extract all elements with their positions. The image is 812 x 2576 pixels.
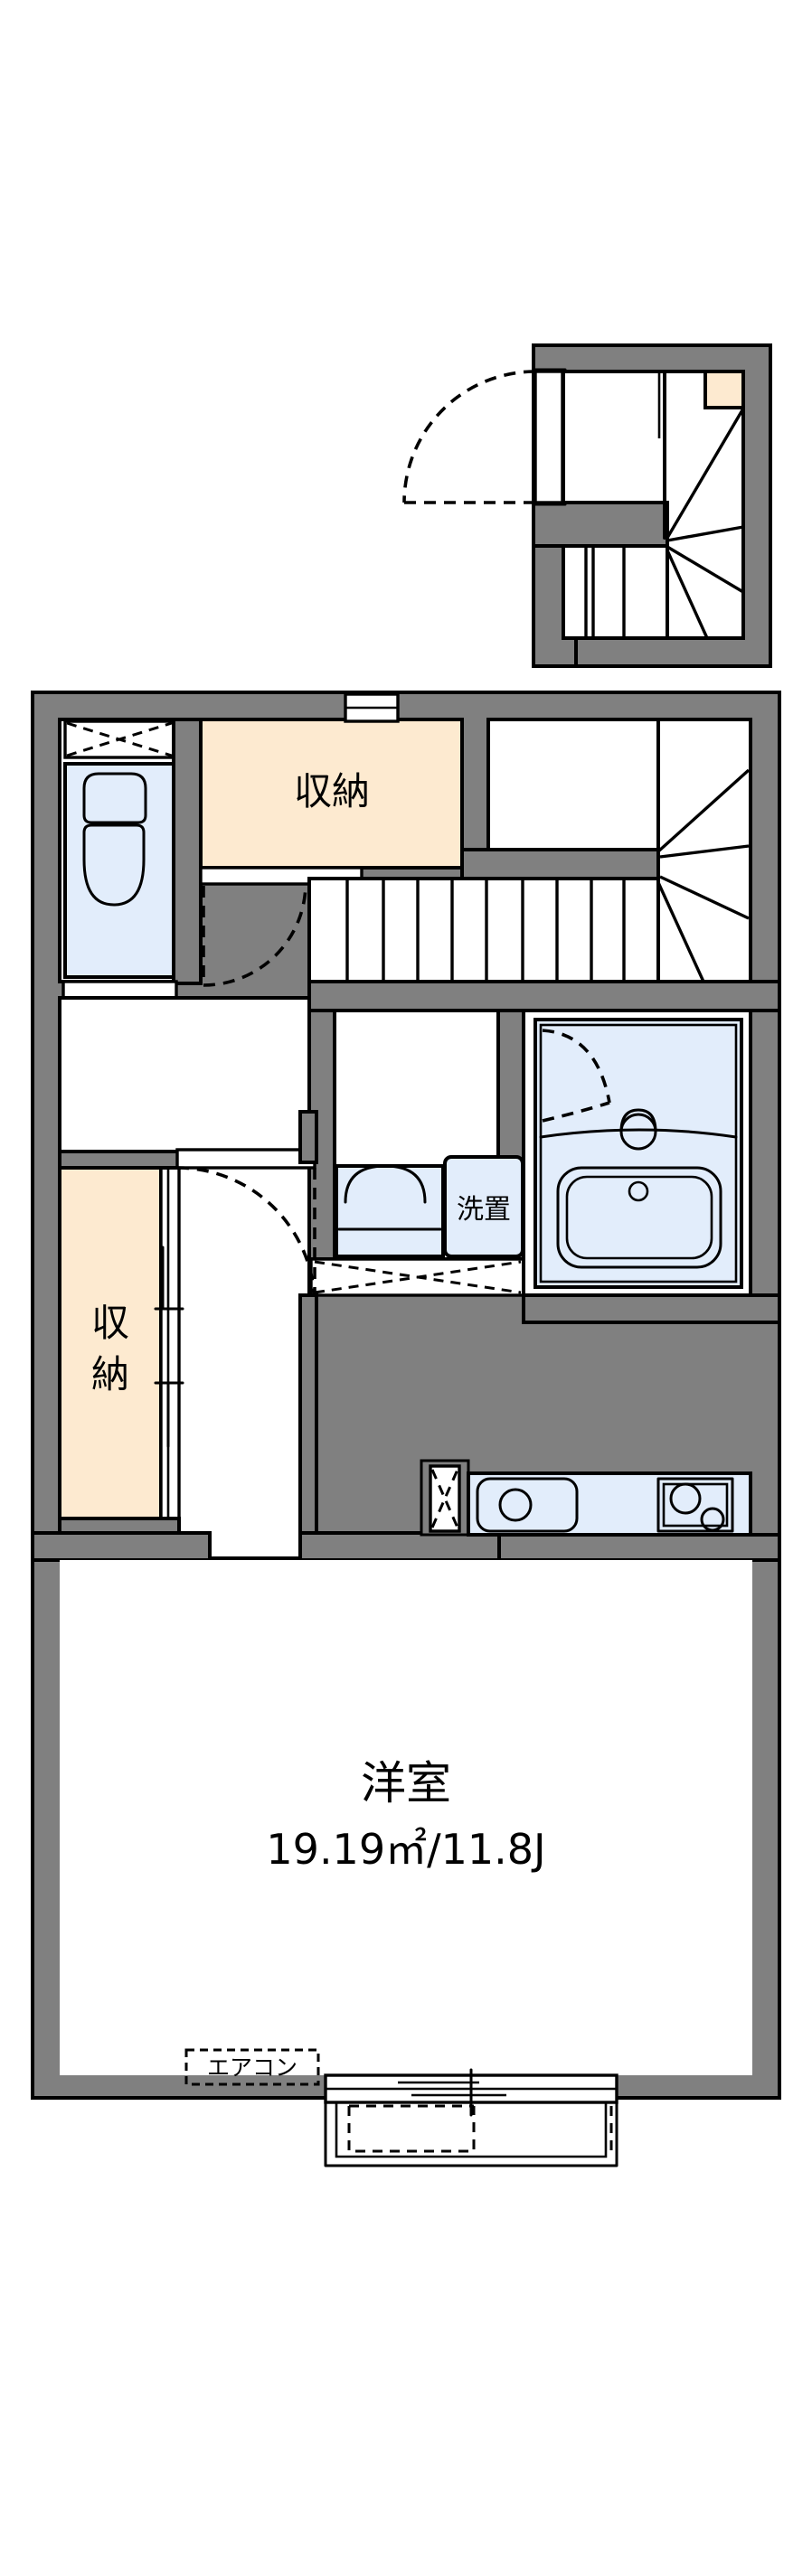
upper-storage-door-arc [203,883,307,987]
vanity-sink-icon [335,1164,445,1258]
left-storage-sliding-door[interactable] [159,1164,181,1520]
kitchen-stove [656,1477,734,1533]
stairwell-winder-treads [655,768,751,982]
inset-winder-tread-3 [666,545,744,594]
main-floor-plan: 収納 [31,691,781,2167]
stair-landing-wall [460,848,660,880]
kitchen-burner-small-icon [700,1507,725,1532]
upper-storage-room [199,718,464,870]
hall-right-wall [298,1293,318,1538]
left-storage-label-2: 納 [91,1352,129,1396]
kitchen-sink [476,1477,579,1533]
inset-winder-stairs [666,408,745,639]
main-room-area-label: 19.19㎡/11.8J [266,1825,545,1874]
bath-door-swing-2 [542,1101,610,1123]
entrance-door-swing-arc [402,370,536,503]
air-conditioner-box [184,2048,320,2086]
main-room-floor [60,1560,752,2075]
kitchen-sink-drain-icon [498,1488,533,1522]
stairwell-straight-run [307,877,660,983]
toilet-seat [82,823,146,907]
inset-stair-run [562,544,669,640]
entrance-stairs-inset [402,343,772,668]
washroom-door-cross [314,1260,522,1294]
winder-tread-4 [655,878,705,982]
balcony-outline [324,2101,618,2167]
stair-bottom-wall [307,980,781,1012]
hall-door-swing-arc [176,1166,316,1306]
kitchen-tall-unit-cross [430,1469,459,1528]
bathtub-outer [556,1166,722,1269]
bathtub-drain-icon [628,1180,649,1202]
inset-straight-stairs [562,544,669,640]
inset-winder-tread-4 [666,550,709,639]
balcony [324,2101,618,2167]
air-conditioner-label: エアコン [207,2054,297,2081]
toilet-right-wall [172,718,203,985]
bath-door-swing [542,1029,611,1104]
kitchen-burner-large-icon [669,1482,702,1515]
hall-door-head[interactable] [175,1148,316,1170]
bath-counter [539,1128,738,1139]
mid-lower-wall [298,1531,503,1562]
vanity-basin [344,1164,427,1204]
toilet-tank [82,772,147,824]
kitchen-front-wall [497,1533,781,1562]
toilet-window-cross [66,721,173,757]
inset-winder-tread-2 [666,525,744,542]
kitchen-stove-inner [662,1482,729,1528]
inset-landing-wall [532,501,669,548]
stair-run [307,877,660,983]
balcony-hatch [347,2106,476,2153]
bathroom-bottom-wall [522,1293,781,1324]
inset-winder-tread-1 [666,408,745,539]
hall-jamb-wall [298,1110,318,1164]
shoe-box [703,370,745,409]
upper-storage-label: 収納 [294,769,370,813]
left-storage-door-panels [161,1246,170,1448]
toilet-floor [63,762,175,979]
toilet-bowl-icon [82,772,147,907]
winder-tread-3 [659,875,750,920]
entrance-door-jambs [533,368,567,506]
entrance-door-leaf[interactable] [533,370,564,504]
balcony-door-panels [398,2081,506,2097]
bathroom-inner-line [539,1023,738,1283]
bathtub-inner [565,1175,713,1260]
stair-landing [486,718,660,851]
main-room-label: 洋室 [361,1757,451,1810]
left-storage-label-1: 収 [91,1301,129,1345]
left-lower-wall [31,1531,212,1562]
winder-tread-1 [656,768,751,853]
bathroom-floor [533,1018,743,1289]
left-storage-head-wall [58,1150,181,1170]
left-storage-sill-wall [58,1517,181,1535]
winder-tread-2 [659,844,750,859]
toilet-door-leaf[interactable] [61,980,178,1000]
balcony-sliding-door-group[interactable] [324,2068,618,2117]
bath-faucet-arc [619,1108,657,1133]
balcony-inner-outline [335,2102,608,2158]
washroom-label: 洗置 [457,1194,511,1226]
